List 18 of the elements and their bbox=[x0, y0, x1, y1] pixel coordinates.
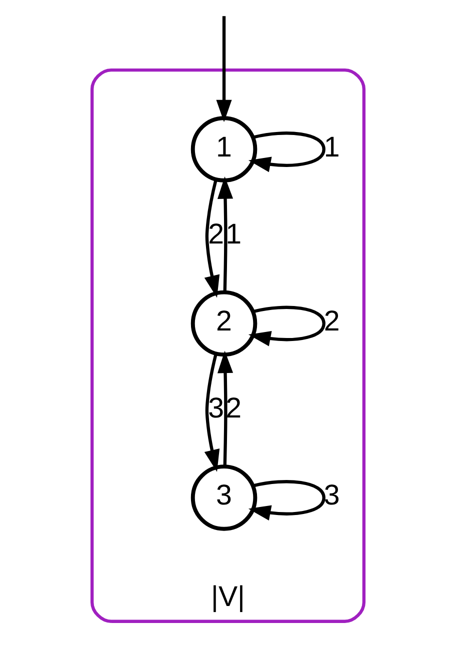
arrow bbox=[217, 176, 234, 292]
edge-label: 1 bbox=[324, 131, 340, 164]
arrow bbox=[248, 480, 326, 521]
edge-label: 3 bbox=[324, 480, 340, 512]
edge-label: 2 bbox=[208, 218, 224, 250]
node-circle: 2 bbox=[190, 290, 258, 357]
edge-label: 3 bbox=[208, 392, 224, 425]
edge-label: 2 bbox=[324, 305, 340, 338]
node-circle: 1 bbox=[190, 116, 258, 182]
arrow bbox=[217, 350, 234, 466]
edge-label: 2 bbox=[226, 392, 242, 425]
arrow bbox=[248, 132, 326, 172]
arrow bbox=[248, 306, 326, 346]
edge-label: 1 bbox=[226, 218, 242, 250]
node-circle: 3 bbox=[190, 464, 258, 531]
arrow bbox=[204, 354, 220, 472]
arrow bbox=[216, 16, 232, 122]
arrow bbox=[204, 179, 220, 298]
